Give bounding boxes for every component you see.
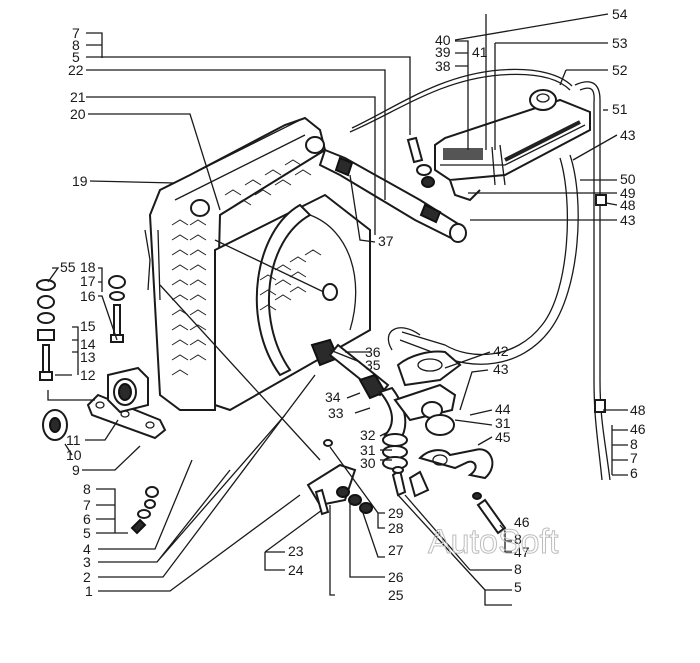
label-6-left: 6 (83, 511, 91, 527)
overflow-tube (574, 81, 611, 481)
label-50: 50 (620, 171, 636, 187)
label-7-left: 7 (83, 497, 91, 513)
mount-bracket (36, 275, 167, 535)
label-5-left: 5 (83, 525, 91, 541)
label-16: 16 (80, 288, 96, 304)
label-44: 44 (495, 401, 511, 417)
label-14: 14 (80, 336, 96, 352)
label-8-right: 8 (630, 436, 638, 452)
label-40: 40 (435, 32, 451, 48)
label-54: 54 (612, 6, 628, 22)
bolt-46 (472, 492, 507, 535)
label-41: 41 (472, 44, 488, 60)
label-6-right: 6 (630, 465, 638, 481)
label-26: 26 (388, 569, 404, 585)
label-35: 35 (365, 357, 381, 373)
label-21: 21 (70, 89, 86, 105)
label-32: 32 (360, 427, 376, 443)
label-4: 4 (83, 541, 91, 557)
elbow-pipe (418, 414, 494, 480)
label-46-mid: 46 (514, 514, 530, 530)
label-7-top: 7 (72, 25, 80, 41)
label-49: 49 (620, 185, 636, 201)
label-48-low: 48 (630, 402, 646, 418)
label-31-right: 31 (495, 415, 511, 431)
label-7-right: 7 (630, 450, 638, 466)
label-47: 47 (514, 544, 530, 560)
label-5-low: 5 (514, 579, 522, 595)
label-53: 53 (612, 35, 628, 51)
expansion-tank (434, 89, 591, 202)
label-27: 27 (388, 542, 404, 558)
label-23: 23 (288, 543, 304, 559)
leader-lines (47, 13, 628, 606)
label-18: 18 (80, 259, 96, 275)
label-36: 36 (365, 344, 381, 360)
label-48-top: 48 (620, 197, 636, 213)
label-30: 30 (360, 455, 376, 471)
label-1: 1 (85, 583, 93, 599)
radiator-core-fins (171, 159, 312, 376)
label-24: 24 (288, 562, 304, 578)
clip-48 (595, 194, 607, 206)
label-10: 10 (66, 447, 82, 463)
label-39: 39 (435, 44, 451, 60)
upper-pipe (318, 148, 467, 243)
label-9: 9 (72, 462, 80, 478)
label-2: 2 (83, 569, 91, 585)
label-8-top: 8 (72, 37, 80, 53)
radiator (144, 116, 371, 412)
label-12: 12 (80, 367, 96, 383)
label-31-left: 31 (360, 442, 376, 458)
label-17: 17 (80, 273, 96, 289)
label-20: 20 (70, 106, 86, 122)
label-51: 51 (612, 101, 628, 117)
label-42: 42 (493, 343, 509, 359)
label-46-right: 46 (630, 421, 646, 437)
part-labels: 7 8 5 22 21 20 19 54 40 39 41 38 53 52 5… (60, 6, 646, 603)
label-3: 3 (83, 554, 91, 570)
label-19: 19 (72, 173, 88, 189)
label-37: 37 (378, 233, 394, 249)
label-55: 55 (60, 259, 76, 275)
label-5-top: 5 (72, 49, 80, 65)
label-15: 15 (80, 318, 96, 334)
drain-tap (159, 284, 430, 516)
label-13: 13 (80, 349, 96, 365)
label-43-low: 43 (493, 361, 509, 377)
label-45: 45 (495, 429, 511, 445)
watermark: AutoSoft (428, 523, 559, 561)
label-8-low: 8 (514, 561, 522, 577)
label-11: 11 (66, 432, 81, 448)
label-33: 33 (328, 405, 344, 421)
label-43-mid: 43 (620, 212, 636, 228)
tank-bolt-set (406, 136, 435, 188)
label-8-left: 8 (83, 481, 91, 497)
label-25: 25 (388, 587, 404, 603)
label-38: 38 (435, 58, 451, 74)
label-34: 34 (325, 389, 341, 405)
label-43-top: 43 (620, 127, 636, 143)
label-28: 28 (388, 520, 404, 536)
label-29: 29 (388, 505, 404, 521)
label-52: 52 (612, 62, 628, 78)
label-8-mid: 8 (514, 531, 522, 547)
tank-lower-hose (399, 154, 579, 365)
label-22: 22 (68, 62, 84, 78)
